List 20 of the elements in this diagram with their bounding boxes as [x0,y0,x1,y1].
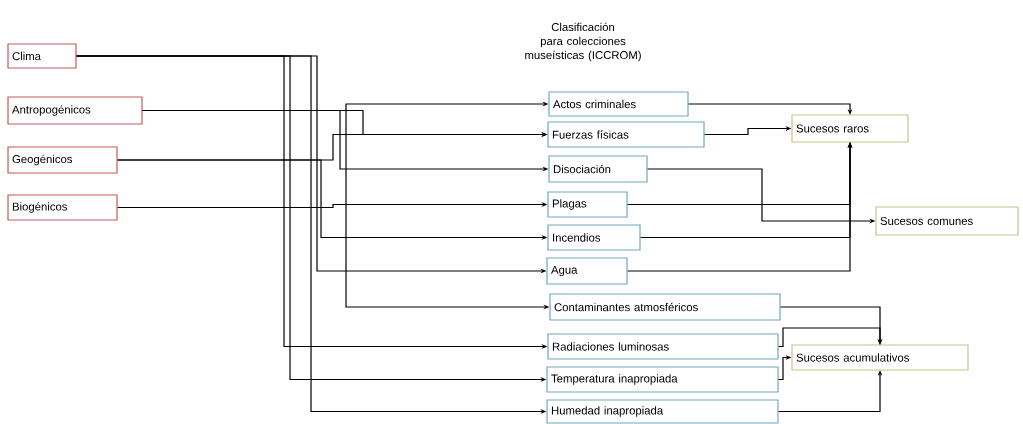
category-box: Incendios [547,224,641,251]
category-box: Radiaciones luminosas [547,333,779,360]
category-box: Humedad inapropiada [546,399,779,424]
category-box: Clima [7,43,77,69]
category-box: Sucesos acumulativos [791,344,969,371]
category-box: Fuerzas físicas [547,121,705,148]
category-box: Actos criminales [548,91,689,117]
category-box: Plagas [547,191,628,218]
category-box: Antropogénicos [7,96,143,125]
arrow [778,327,883,348]
category-box: Biogénicos [7,194,118,221]
category-box: Sucesos raros [791,114,909,143]
category-box: Geogénicos [7,146,118,174]
heading: Clasificación para colecciones museísticas (ICCROM) [525,22,641,62]
category-box: Sucesos comunes [875,206,1019,236]
category-box: Contaminantes atmosféricos [549,293,781,321]
category-box: Temperatura inapropiada [546,366,779,393]
category-box: Agua [546,257,628,285]
arrow [688,103,853,115]
category-box: Disociación [548,155,648,183]
